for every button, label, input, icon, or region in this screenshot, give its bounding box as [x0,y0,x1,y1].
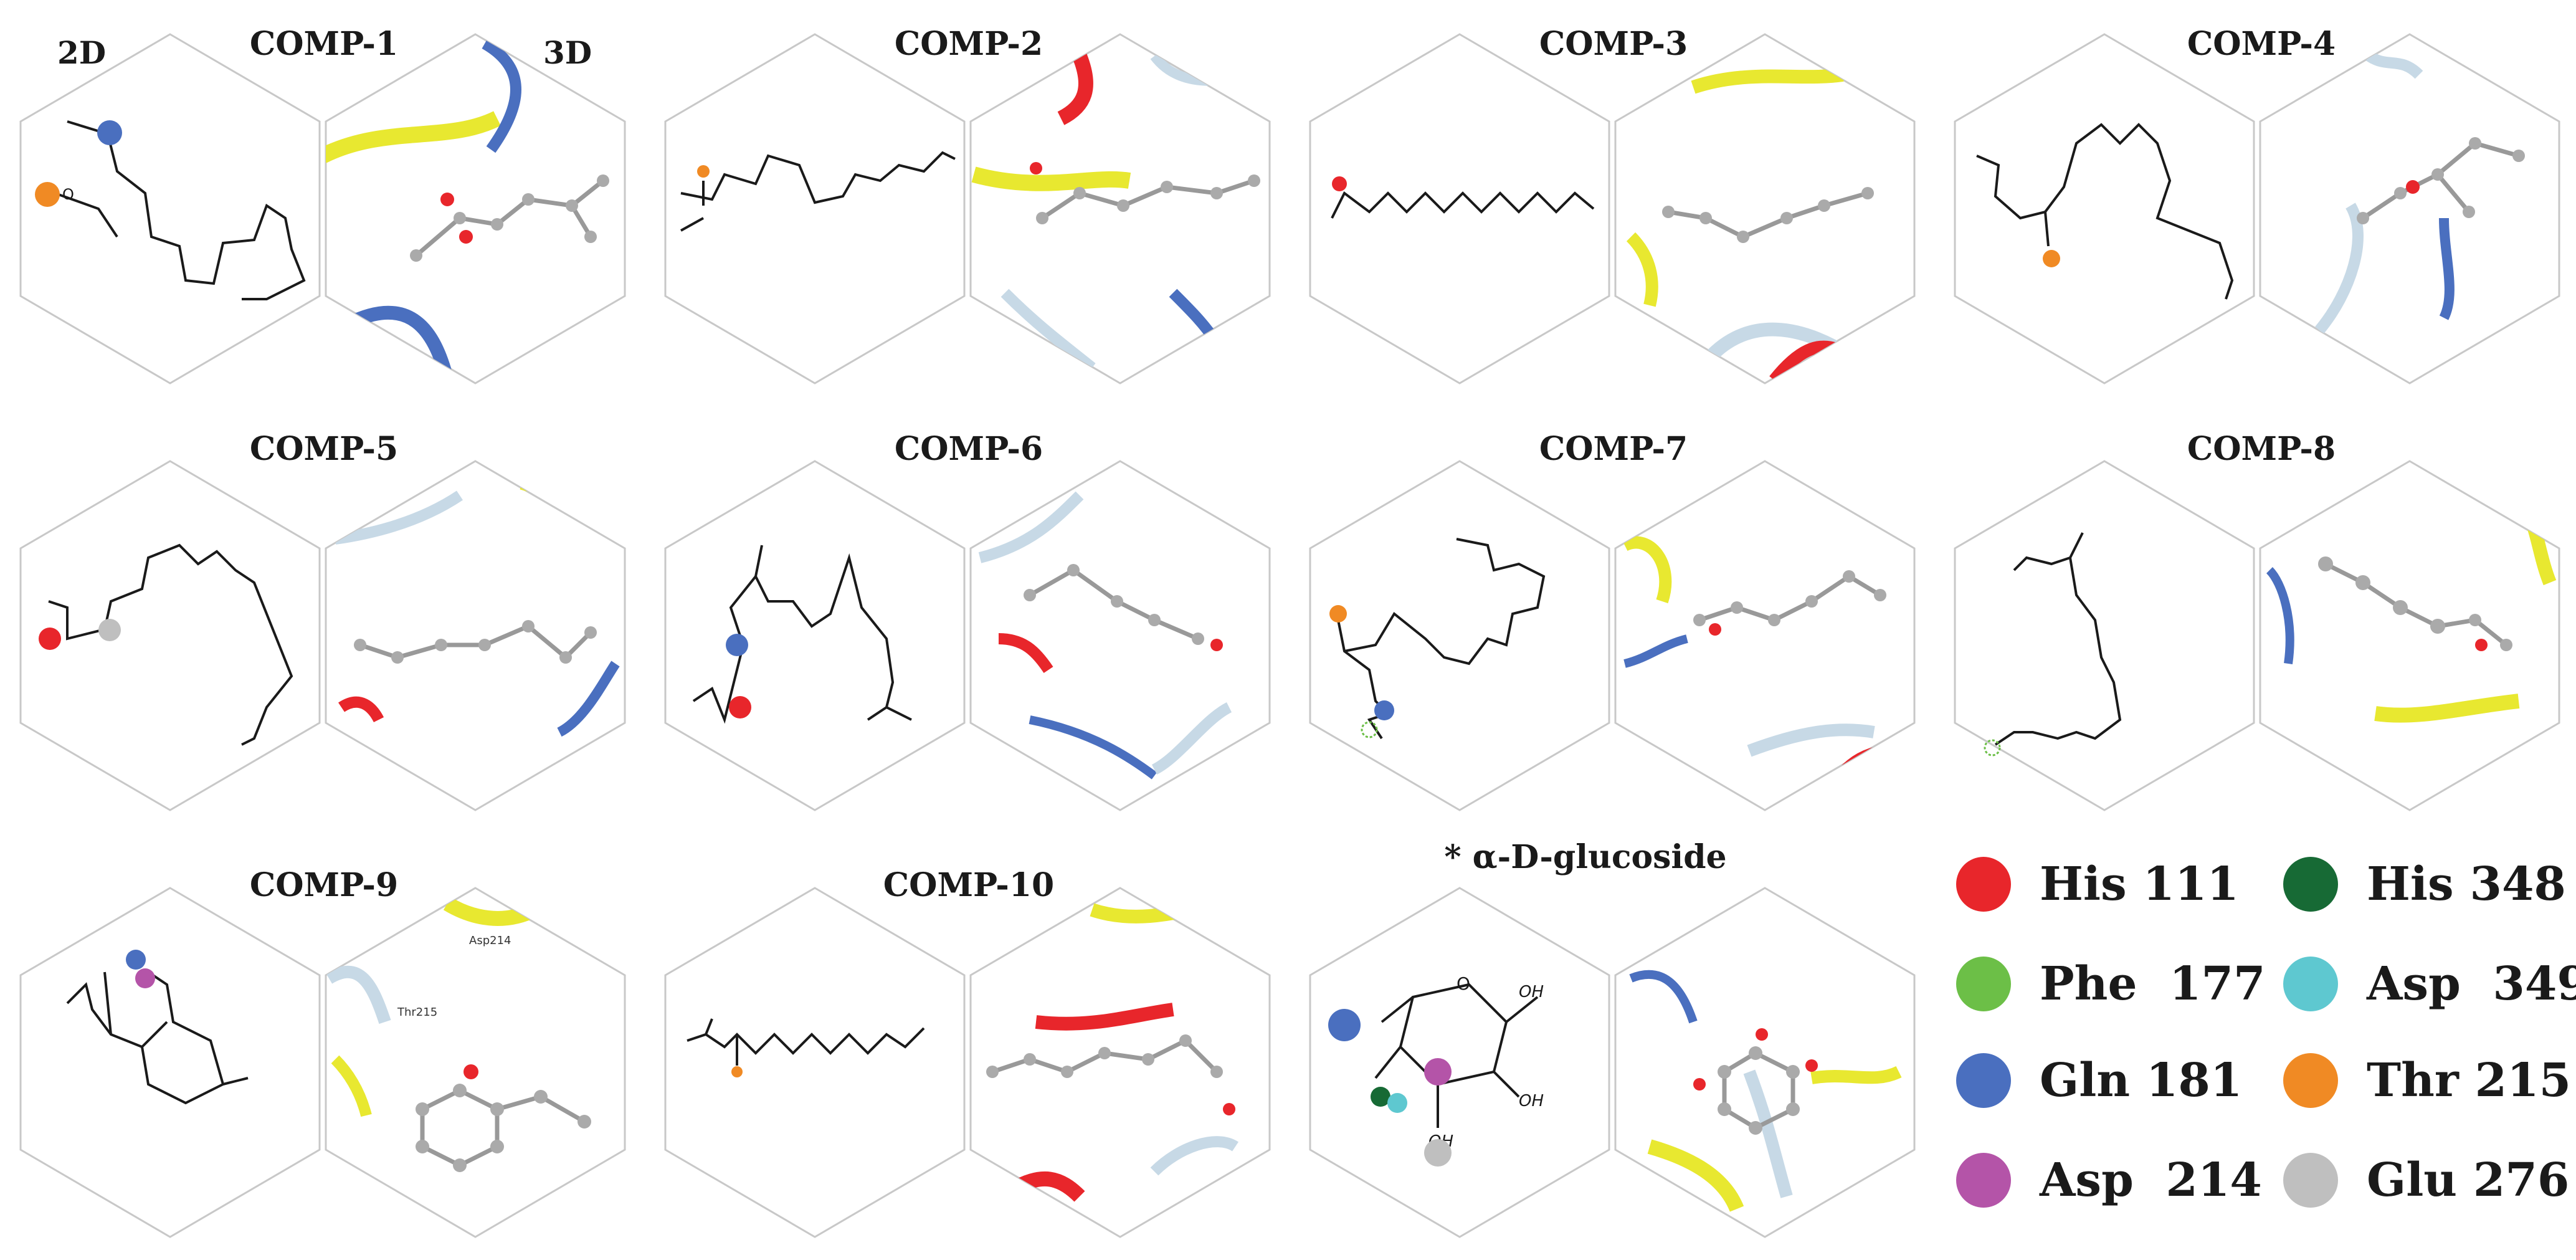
legend-swatch [1956,1153,2011,1208]
comp-3-3d-pose [1614,33,1916,384]
comp-2-2d-structure [664,33,966,384]
oxygen-label: O [62,186,74,203]
comp-2-3d-pose [969,33,1271,384]
legend-item-phe-177: Phe 177 [1956,957,2266,1011]
comp-4-2d-structure [1954,33,2255,384]
legend-swatch [2283,1053,2338,1108]
comp-9-2d-structure [19,887,321,1238]
legend-item-asp-349: Asp 349 [2283,957,2576,1011]
legend-item-asp-214: Asp 214 [1956,1153,2262,1208]
legend-item-thr-215: Thr 215 [2283,1053,2571,1108]
legend-label: Glu 276 [2367,1153,2570,1207]
comp-5-3d-pose [325,460,626,811]
comp-8-2d-structure [1954,460,2255,811]
label-2d: 2D [57,34,107,71]
legend-swatch [1956,857,2011,912]
title-comp-4: COMP-4 [2187,25,2336,63]
title-comp-8: COMP-8 [2187,430,2336,468]
legend-item-his-348: His 348 [2283,857,2566,912]
comp-10-3d-pose [969,887,1271,1238]
legend-item-his-111: His 111 [1956,857,2239,912]
legend-label: Asp 349 [2367,957,2576,1011]
ring-oxygen-label: O [1457,973,1470,994]
comp-3-2d-structure [1309,33,1610,384]
title-comp-5: COMP-5 [249,430,399,468]
legend-swatch [1956,957,2011,1011]
title-comp-2: COMP-2 [894,25,1043,63]
comp-9-3d-pose: Asp214 Thr215 [325,887,626,1238]
comp-4-3d-pose [2259,33,2560,384]
residue-label-asp214: Asp214 [469,934,511,947]
title-comp-9: COMP-9 [249,866,399,904]
comp-6-3d-pose [969,460,1271,811]
oh-label-1: OH [1519,983,1544,1001]
legend-item-glu-276: Glu 276 [2283,1153,2569,1208]
legend-swatch [2283,1153,2338,1208]
legend-label: Gln 181 [2040,1054,2243,1107]
title-comp-3: COMP-3 [1539,25,1688,63]
comp-7-2d-structure [1309,460,1610,811]
comp-1-3d-pose [325,33,626,384]
residue-label-thr215: Thr215 [397,1006,437,1019]
comp-5-2d-structure [19,460,321,811]
title-glucoside: * α-D-glucoside [1444,838,1727,876]
legend-swatch [1956,1053,2011,1108]
legend-label: Thr 215 [2367,1054,2572,1107]
legend-swatch [2283,957,2338,1011]
comp-1-2d-structure: O [19,33,321,384]
comp-10-2d-structure [664,887,966,1238]
label-3d: 3D [543,34,592,71]
glucoside-3d-pose [1614,887,1916,1238]
glucoside-2d-structure: O OH OH OH [1309,887,1610,1238]
comp-8-3d-pose [2259,460,2560,811]
title-comp-10: COMP-10 [883,866,1055,904]
title-comp-1: COMP-1 [249,25,399,63]
comp-6-2d-structure [664,460,966,811]
legend-item-gln-181: Gln 181 [1956,1053,2242,1108]
oh-label-2: OH [1519,1092,1544,1110]
legend-label: Asp 214 [2040,1153,2262,1207]
legend-label: Phe 177 [2040,957,2266,1011]
legend-label: His 348 [2367,857,2566,911]
title-comp-7: COMP-7 [1539,430,1688,468]
legend-swatch [2283,857,2338,912]
legend-label: His 111 [2040,857,2239,911]
comp-7-3d-pose [1614,460,1916,811]
title-comp-6: COMP-6 [894,430,1043,468]
